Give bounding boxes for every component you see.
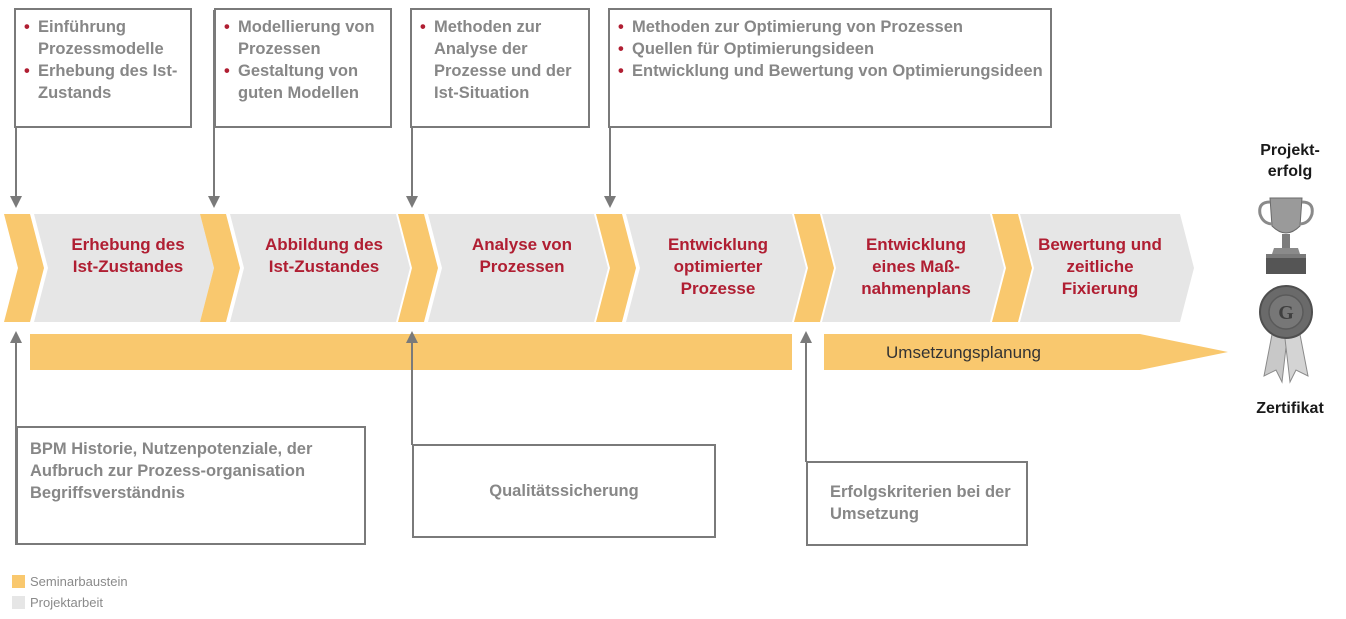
top-box-item: Modellierung von Prozessen [224,16,384,60]
top-box-3: Methoden zur Analyse der Prozesse und de… [410,8,590,128]
step-chevron-5 [822,214,1004,322]
top-box-4: Methoden zur Optimierung von Prozessen Q… [608,8,1052,128]
step-label-1: Erhebung des Ist-Zustandes [71,235,185,276]
seal-rosette-icon: G [1259,285,1313,384]
seminar-chevron-6 [992,214,1032,322]
trophy-icon [1258,197,1314,274]
bottom-box-text: Erfolgskriterien bei der Umsetzung [830,483,1011,523]
step-chevron-1 [34,214,214,322]
top-box-list: Modellierung von Prozessen Gestaltung vo… [224,16,384,104]
seminar-chevron-4 [596,214,636,322]
umsetzung-arrow [824,334,1228,370]
zertifikat-label: Zertifikat [1256,400,1324,417]
step-label-4: Entwicklung optimierter Prozesse [667,235,769,298]
top-box-item: Methoden zur Analyse der Prozesse und de… [420,16,582,104]
step-chevron-6 [1020,214,1194,322]
bottom-box-text: BPM Historie, Nutzenpotenziale, der Aufb… [30,440,313,502]
projekterfolg-label: Projekt-erfolg [1260,142,1320,180]
bottom-box-2: Qualitätssicherung [412,444,716,538]
seminar-chevron-2 [200,214,240,322]
top-box-1: Einführung Prozessmodelle Erhebung des I… [14,8,192,128]
bottom-box-text: Qualitätssicherung [489,482,639,500]
top-box-list: Methoden zur Optimierung von Prozessen Q… [618,16,1044,82]
seminar-chevron-5 [794,214,834,322]
top-box-item: Methoden zur Optimierung von Prozessen [618,16,1044,38]
step-chevron-3 [428,214,608,322]
step-chevron-4 [626,214,806,322]
step-label-3: Analyse von Prozessen [471,235,573,276]
top-box-2: Modellierung von Prozessen Gestaltung vo… [214,8,392,128]
step-label-5: Entwicklung eines Maß-nahmenplans [861,235,971,298]
bottom-box-1: BPM Historie, Nutzenpotenziale, der Aufb… [16,426,366,545]
top-box-list: Einführung Prozessmodelle Erhebung des I… [24,16,184,104]
legend-swatch-seminar [12,575,25,588]
step-chevron-2 [230,214,410,322]
seal-letter: G [1278,302,1294,324]
top-box-item: Einführung Prozessmodelle [24,16,184,60]
top-box-item: Gestaltung von guten Modellen [224,60,384,104]
umsetzung-label: Umsetzungsplanung [886,343,1041,362]
legend-swatch-projekt [12,596,25,609]
legend-label: Projektarbeit [30,595,103,610]
top-box-list: Methoden zur Analyse der Prozesse und de… [420,16,582,104]
legend-item-seminar: Seminarbaustein [12,574,128,590]
bottom-box-3: Erfolgskriterien bei der Umsetzung [806,461,1028,546]
legend-item-projekt: Projektarbeit [12,595,103,611]
top-box-item: Erhebung des Ist-Zustands [24,60,184,104]
top-box-item: Entwicklung und Bewertung von Optimierun… [618,60,1044,82]
seminar-chevron-1 [4,214,44,322]
step-label-2: Abbildung des Ist-Zustandes [264,235,384,276]
legend-label: Seminarbaustein [30,574,128,589]
step-label-6: Bewertung und zeitliche Fixierung [1038,235,1162,298]
top-box-item: Quellen für Optimierungsideen [618,38,1044,60]
seminar-chevron-3 [398,214,438,322]
